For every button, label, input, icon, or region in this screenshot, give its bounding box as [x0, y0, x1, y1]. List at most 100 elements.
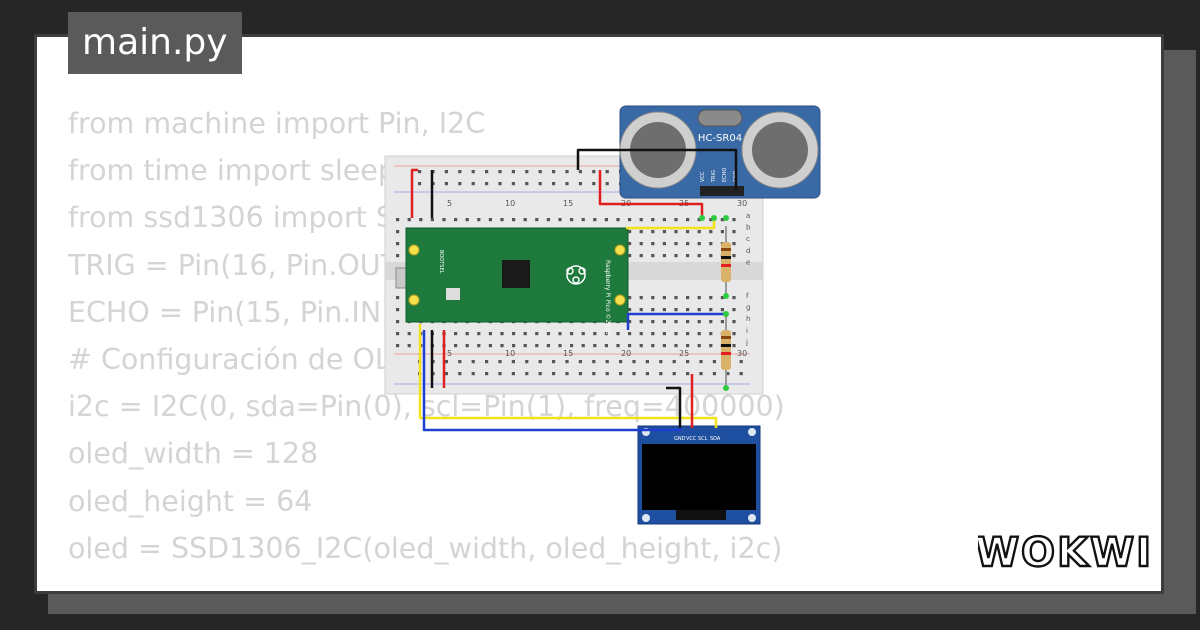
breadboard-hole [396, 218, 400, 222]
code-line: from machine import Pin, I2C [68, 107, 486, 140]
breadboard-hole [396, 308, 400, 312]
breadboard-hole [628, 344, 632, 348]
breadboard-hole [592, 360, 596, 364]
breadboard-hole [578, 372, 582, 376]
breadboard-hole [645, 360, 649, 364]
breadboard-hole [686, 320, 690, 324]
breadboard-hole [651, 332, 655, 336]
breadboard-hole [538, 372, 542, 376]
breadboard-hole [407, 332, 411, 336]
breadboard-row-letter: d [746, 247, 750, 255]
breadboard-hole [565, 360, 569, 364]
breadboard-hole [686, 296, 690, 300]
breadboard-hole [578, 360, 582, 364]
breadboard-hole [709, 296, 713, 300]
breadboard-hole [639, 254, 643, 258]
breadboard-hole [720, 296, 724, 300]
breadboard-hole [396, 332, 400, 336]
breadboard-hole [593, 218, 597, 222]
breadboard-hole [512, 332, 516, 336]
breadboard-column-number: 20 [621, 349, 631, 358]
breadboard-hole [674, 230, 678, 234]
breadboard-hole [538, 360, 542, 364]
breadboard-hole [604, 332, 608, 336]
breadboard-hole [732, 254, 736, 258]
breadboard-hole [465, 332, 469, 336]
breadboard-column-number: 15 [563, 199, 573, 208]
breadboard-hole [471, 360, 475, 364]
breadboard-hole [535, 218, 539, 222]
resistor-1[interactable] [721, 226, 731, 296]
breadboard-hole [498, 182, 502, 186]
breadboard-hole [697, 308, 701, 312]
breadboard-hole [662, 254, 666, 258]
breadboard-hole [605, 182, 609, 186]
breadboard-hole [686, 308, 690, 312]
breadboard-hole [546, 344, 550, 348]
breadboard-column-number: 5 [447, 199, 452, 208]
sensor-model-label: HC-SR04 [698, 133, 742, 144]
resistor-2[interactable] [721, 314, 731, 388]
breadboard-column-number: 25 [679, 349, 689, 358]
breadboard-hole [500, 218, 504, 222]
breadboard-hole [686, 372, 690, 376]
breadboard-hole [616, 344, 620, 348]
breadboard-hole [732, 344, 736, 348]
breadboard-hole [697, 218, 701, 222]
breadboard-hole [396, 230, 400, 234]
breadboard-hole [525, 182, 529, 186]
breadboard-hole [581, 344, 585, 348]
wokwi-logo: WOKWI [978, 529, 1150, 576]
breadboard-hole [619, 360, 623, 364]
breadboard-hole [458, 360, 462, 364]
raspberry-pi-pico[interactable]: BOOTSEL Raspberry Pi Pico ©2020 [395, 227, 629, 335]
breadboard-hole [699, 372, 703, 376]
breadboard-hole [488, 344, 492, 348]
breadboard-hole [686, 242, 690, 246]
breadboard-hole [458, 170, 462, 174]
breadboard-hole [538, 170, 542, 174]
breadboard-hole [732, 296, 736, 300]
breadboard-hole [488, 332, 492, 336]
breadboard-hole [639, 320, 643, 324]
breadboard-hole [581, 218, 585, 222]
bootsel-button[interactable] [446, 288, 460, 300]
breadboard-hole [686, 218, 690, 222]
breadboard-hole [686, 230, 690, 234]
breadboard-hole [604, 218, 608, 222]
code-line: ECHO = Pin(15, Pin.IN) [68, 295, 393, 329]
breadboard-hole [651, 242, 655, 246]
oled-pin-label: SDA [710, 436, 721, 442]
breadboard-hole [651, 254, 655, 258]
breadboard-hole [512, 344, 516, 348]
breadboard-hole [454, 218, 458, 222]
code-line: oled = SSD1306_I2C(oled_width, oled_heig… [68, 531, 783, 565]
oled-pin-label: GND [674, 436, 686, 442]
breadboard-hole [546, 218, 550, 222]
breadboard-hole [485, 170, 489, 174]
code-line: oled_width = 128 [68, 437, 319, 471]
breadboard-hole [697, 332, 701, 336]
breadboard-hole [485, 360, 489, 364]
breadboard-hole [672, 372, 676, 376]
breadboard-hole [396, 296, 400, 300]
breadboard-hole [465, 344, 469, 348]
oled-pin-label: VCC [686, 436, 697, 442]
breadboard-hole [709, 308, 713, 312]
breadboard-hole [565, 182, 569, 186]
breadboard-hole [674, 254, 678, 258]
breadboard-hole [662, 296, 666, 300]
breadboard-hole [511, 372, 515, 376]
breadboard-hole [471, 170, 475, 174]
file-tab[interactable]: main.py [68, 12, 242, 74]
breadboard-column-number: 30 [737, 349, 747, 358]
breadboard-hole [430, 218, 434, 222]
breadboard-hole [605, 360, 609, 364]
bootsel-label: BOOTSEL [438, 250, 444, 274]
breadboard-hole [552, 182, 556, 186]
breadboard-hole [500, 332, 504, 336]
